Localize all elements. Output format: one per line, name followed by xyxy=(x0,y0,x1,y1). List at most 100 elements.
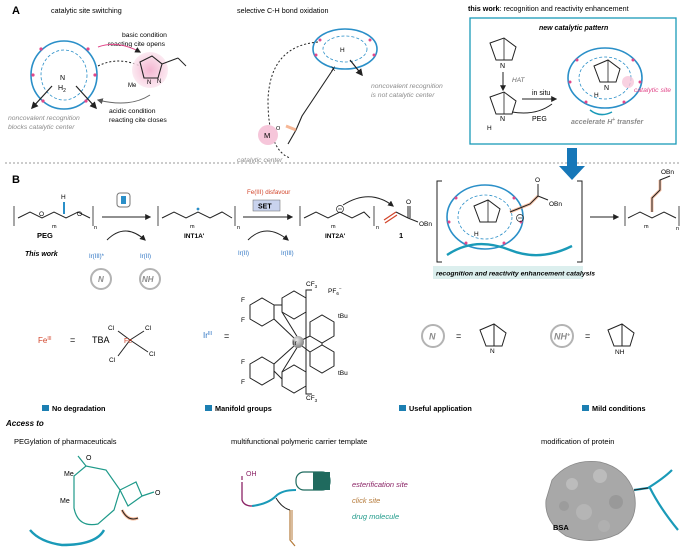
ir3-star: Ir(III)* xyxy=(89,254,105,260)
set-label: SET xyxy=(258,204,272,211)
f-1: F xyxy=(241,297,245,304)
transition-bracket xyxy=(436,180,583,263)
product-chain xyxy=(624,175,680,226)
click-site: click site xyxy=(352,496,380,505)
a1-n1: N xyxy=(147,80,151,86)
crown-ether-ring-b xyxy=(446,184,524,250)
set-box xyxy=(252,199,281,212)
legend-circle-nh xyxy=(550,324,574,348)
fe-equals: = xyxy=(70,335,75,345)
carrier-oh: OH xyxy=(246,471,257,478)
tbu-bottom: tBu xyxy=(338,370,348,377)
crown-ether-ring-a2 xyxy=(312,28,378,70)
cl-1: Cl xyxy=(108,325,115,332)
basic-condition-line1: basic condition xyxy=(122,32,167,39)
a2-catalytic-center: catalytic center xyxy=(237,157,283,164)
b-obn: OBn xyxy=(549,201,562,208)
pyrazole-ring xyxy=(139,55,163,79)
legend-nh-eq: = xyxy=(585,331,590,341)
a1-me: Me xyxy=(128,83,137,89)
pharma-me-1: Me xyxy=(64,471,74,478)
compound-1: 1 xyxy=(399,231,403,240)
a3-hat: HAT xyxy=(512,77,526,84)
product-n: n xyxy=(676,226,679,232)
feature-bullet-3 xyxy=(399,405,406,411)
feature-3: Useful application xyxy=(409,404,472,413)
quinuclidine-b xyxy=(473,199,501,223)
a3-accelerate: accelerate H+ transfer xyxy=(571,117,644,126)
legend-n-eq: = xyxy=(456,331,461,341)
legend-circle-n xyxy=(421,324,445,348)
a3-box-title: new catalytic pattern xyxy=(539,25,608,32)
acrylate-obn: OBn xyxy=(419,221,432,228)
access-col2-title: multifunctional polymeric carrier templa… xyxy=(231,437,367,446)
cf3-top: CF3 xyxy=(306,281,318,289)
bsa-protein xyxy=(545,461,636,541)
int1a-m: m xyxy=(190,224,195,230)
peg-m: m xyxy=(52,224,57,230)
pharma-o-2: O xyxy=(155,490,161,497)
cl-4: Cl xyxy=(149,351,156,358)
a3-h-crown: H xyxy=(594,92,599,99)
acidic-condition-line2: reacting cite closes xyxy=(109,117,167,124)
b-o: O xyxy=(535,177,540,184)
legend-nh-atom: NH xyxy=(615,349,625,356)
basic-condition-line2: reacting cite opens xyxy=(108,41,166,48)
a1-title: catalytic site switching xyxy=(51,6,122,15)
f-3: F xyxy=(241,359,245,366)
banner-rect xyxy=(433,266,583,279)
a1-nonc-line1: noncovalent recognition xyxy=(8,115,80,122)
feature-1: No degradation xyxy=(52,404,106,413)
a3-n-top: N xyxy=(500,63,505,70)
cl-3: Cl xyxy=(109,357,116,364)
pharma-me-2: Me xyxy=(60,498,70,505)
feature-2: Manifold groups xyxy=(215,404,272,413)
int2a-label: INT2A' xyxy=(325,233,346,240)
a1-n-plus: N xyxy=(60,75,65,82)
quinuclidine-legend-nh xyxy=(607,323,635,347)
feature-bullet-4 xyxy=(582,405,589,411)
legend-n: N xyxy=(429,332,436,342)
ir-complex xyxy=(249,289,335,395)
ir-equals: = xyxy=(224,331,229,341)
this-work-label: This work xyxy=(25,251,59,258)
int2a-chain xyxy=(299,205,375,226)
a2-title: selective C-H bond oxidation xyxy=(237,6,329,15)
peg-o2: O xyxy=(77,211,82,218)
a1-nonc-line2: blocks catalytic center xyxy=(8,124,75,131)
esterification-site: esterification site xyxy=(352,480,408,489)
pharma-o-1: O xyxy=(86,455,92,462)
circle-n-label: N xyxy=(98,275,104,284)
feature-bullet-1 xyxy=(42,405,49,411)
a3-n-crown: N xyxy=(604,85,609,92)
quinuclidine-a3-bottom xyxy=(489,91,517,115)
ir2-b: Ir(II) xyxy=(238,251,249,257)
product-m: m xyxy=(644,224,649,230)
cl-2: Cl xyxy=(145,325,152,332)
a3-h-bottom: H xyxy=(487,125,492,132)
bsa-label: BSA xyxy=(553,523,569,532)
peg-o1: O xyxy=(39,211,44,218)
ir-center-ball xyxy=(292,336,304,348)
ir-center: Ir xyxy=(293,341,297,347)
a2-nonc-line1: noncovalent recognition xyxy=(371,83,443,90)
banner-text: recognition and reactivity enhancement c… xyxy=(436,271,595,278)
circle-nh xyxy=(139,268,161,290)
ir2-label: Ir(II) xyxy=(140,254,151,260)
tba-label: TBA xyxy=(92,335,110,345)
int1a-n: n xyxy=(237,225,240,231)
a2-o: O xyxy=(276,126,281,132)
carrier-template xyxy=(241,471,331,547)
a3-catalytic-site: catalytic site xyxy=(634,87,671,94)
access-col3-title: modification of protein xyxy=(541,437,614,446)
access-header: Access to xyxy=(5,419,44,428)
drug-molecule: drug molecule xyxy=(352,512,399,521)
peg-n: n xyxy=(94,225,97,231)
panel-b-letter: B xyxy=(12,174,20,186)
fe-disfavour: Fe(III) disfavour xyxy=(247,189,290,196)
ir3-b: Ir(III) xyxy=(281,251,294,257)
a3-n-bottom: N xyxy=(500,116,505,123)
crown-ether-ring-a1 xyxy=(30,40,98,110)
b-h: H xyxy=(474,231,479,238)
circle-nh-label: NH xyxy=(142,275,154,284)
